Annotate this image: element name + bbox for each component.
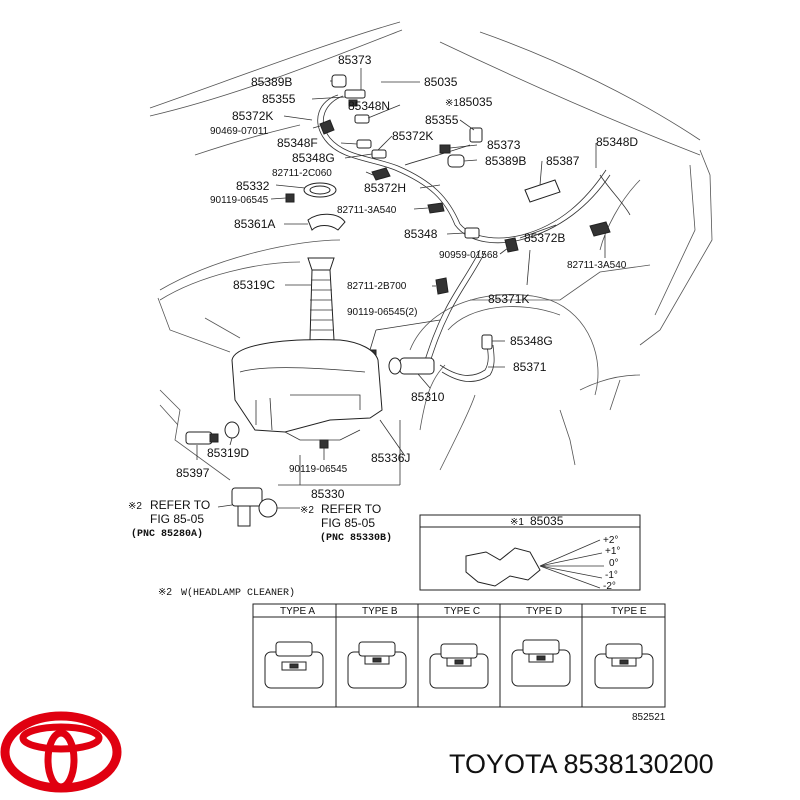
callout-85319d: 85319D — [207, 446, 249, 460]
refer-line1: REFER TO — [321, 502, 381, 516]
connector-type-b — [347, 641, 407, 689]
refer-mark: ※2 — [300, 505, 314, 516]
angle-plus1: +1° — [605, 546, 620, 557]
refer-line2: FIG 85-05 — [150, 512, 204, 526]
callout-85348g-lower: 85348G — [510, 334, 553, 348]
refer-line2: FIG 85-05 — [321, 516, 375, 530]
connector-type-table: TYPE A TYPE B TYPE C TYPE D TYPE E — [252, 603, 666, 708]
refer-line3: (PNC 85280A) — [131, 528, 203, 540]
callout-85348d: 85348D — [596, 135, 638, 149]
detail-mark: ※1 — [510, 517, 524, 528]
toyota-logo-icon — [0, 711, 122, 793]
callout-85371k: 85371K — [488, 292, 529, 306]
angle-minus2: -2° — [603, 581, 616, 592]
brand-part-number: TOYOTA 8538130200 — [449, 749, 714, 779]
callout-85371: 85371 — [513, 360, 547, 374]
callout-82711-2c060: 82711-2C060 — [272, 168, 332, 179]
callout-85310: 85310 — [411, 390, 445, 404]
type-a-header: TYPE A — [280, 606, 315, 617]
callout-85361a: 85361A — [234, 217, 275, 231]
callout-85035-ref: 85035 — [459, 95, 493, 109]
angle-zero: 0° — [609, 558, 619, 569]
note-text: W(HEADLAMP CLEANER) — [181, 587, 295, 599]
headlamp-cleaner-note: ※2 W(HEADLAMP CLEANER) — [158, 587, 295, 599]
callout-85348: 85348 — [404, 227, 438, 241]
connector-type-a — [264, 641, 324, 689]
refer-line3: (PNC 85330B) — [320, 532, 392, 544]
callout-85373-right: 85373 — [487, 138, 521, 152]
callout-85336j: 85336J — [371, 451, 410, 465]
callout-82711-3a540-right: 82711-3A540 — [567, 260, 627, 271]
detail-title: 85035 — [530, 514, 564, 528]
callout-85372h: 85372H — [364, 181, 406, 195]
callout-85373: 85373 — [338, 53, 372, 67]
callout-90119-06545: 90119-06545 — [210, 195, 269, 206]
callout-85355: 85355 — [262, 92, 296, 106]
callout-85389b-right: 85389B — [485, 154, 526, 168]
callout-85332: 85332 — [236, 179, 270, 193]
figure-number: 852521 — [632, 712, 666, 723]
washer-tank-assembly — [231, 257, 383, 441]
leader-lines — [196, 68, 606, 509]
callout-85330: 85330 — [311, 487, 345, 501]
part-callouts: 85373 85389B 85035 85355 ※1 85035 85348N… — [176, 53, 638, 501]
connector-type-e — [594, 643, 654, 689]
callout-85035: 85035 — [424, 75, 458, 89]
detail-box-85035: ※1 85035 +2° +1° 0° -1° -2° — [419, 514, 641, 592]
callout-85387: 85387 — [546, 154, 580, 168]
callout-90119-06545-lower: 90119-06545 — [289, 464, 348, 475]
callout-85319c: 85319C — [233, 278, 275, 292]
callout-85372k-right: 85372K — [392, 129, 433, 143]
callout-85348n: 85348N — [348, 99, 390, 113]
callout-85372k: 85372K — [232, 109, 273, 123]
callout-90469-07011: 90469-07011 — [210, 126, 269, 137]
cap-85389b-part — [331, 74, 347, 88]
type-e-header: TYPE E — [611, 606, 647, 617]
note-mark: ※2 — [158, 587, 172, 598]
callout-85389b: 85389B — [251, 75, 292, 89]
callout-85348g: 85348G — [292, 151, 335, 165]
callout-82711-3a540: 82711-3A540 — [337, 205, 397, 216]
refer-mark: ※2 — [128, 501, 142, 512]
refer-line1: REFER TO — [150, 498, 210, 512]
small-parts — [185, 74, 611, 527]
type-c-header: TYPE C — [444, 606, 480, 617]
type-b-header: TYPE B — [362, 606, 398, 617]
callout-mark: ※1 — [445, 98, 459, 109]
type-d-header: TYPE D — [526, 606, 562, 617]
connector-type-c — [429, 643, 489, 689]
connector-type-d — [511, 639, 571, 687]
refer-note-right: ※2 REFER TO FIG 85-05 (PNC 85330B) — [300, 502, 392, 544]
callout-85355-right: 85355 — [425, 113, 459, 127]
callout-85348f: 85348F — [277, 136, 318, 150]
callout-90959-01568: 90959-01568 — [439, 250, 498, 261]
vehicle-body-outline — [149, 21, 713, 481]
callout-85372b: 85372B — [524, 231, 565, 245]
callout-85397: 85397 — [176, 466, 210, 480]
callout-82711-2b700: 82711-2B700 — [347, 281, 407, 292]
refer-note-left: ※2 REFER TO FIG 85-05 (PNC 85280A) — [128, 498, 210, 540]
angle-plus2: +2° — [603, 535, 618, 546]
callout-90119-06545-2: 90119-06545(2) — [347, 307, 417, 318]
angle-minus1: -1° — [605, 570, 618, 581]
